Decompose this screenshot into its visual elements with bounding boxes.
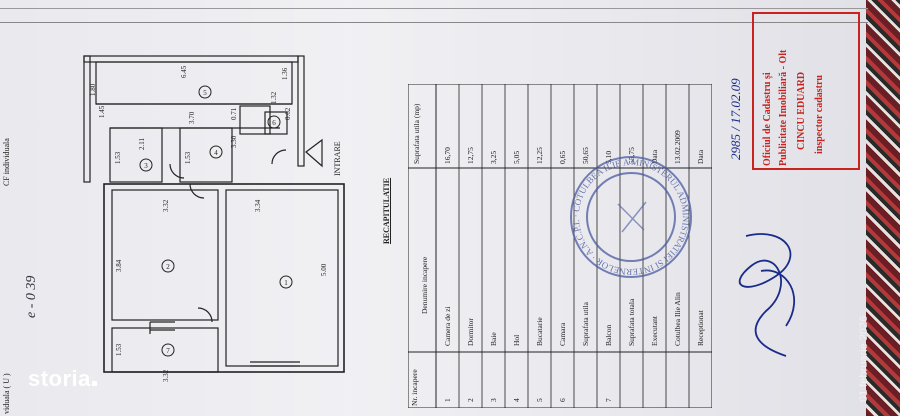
room-1-number: 1 xyxy=(284,279,288,287)
red-stamp-line3: CINCU EDUARD xyxy=(796,71,807,150)
recap-cell-name: Cotulbea Ilie Alin xyxy=(672,292,682,346)
recap-title: RECAPITULATIE xyxy=(382,177,391,244)
col-name-header: Denumire incapere xyxy=(420,256,429,314)
recap-cell-nr: 5 xyxy=(534,398,544,402)
recap-cell-name: Suprafata totala xyxy=(626,298,636,346)
blue-round-stamp: MINISTERUL ADMINISTRATIEI SI INTERNELOR … xyxy=(566,152,692,278)
recap-table-grid xyxy=(408,84,712,408)
recap-cell-area: Data xyxy=(695,149,705,164)
dim-132: 1.32 xyxy=(270,91,278,104)
recap-cell-name: Balcon xyxy=(603,324,613,346)
red-stamp-line4: inspector cadastru xyxy=(814,75,825,154)
recap-cell-name: Suprafata utila xyxy=(580,302,590,346)
room-5-number: 5 xyxy=(203,89,207,97)
recap-cell-name: Receptionat xyxy=(695,310,705,346)
dim-153a: 1.53 xyxy=(114,151,122,164)
recap-cell-name: Bucatarie xyxy=(534,317,544,346)
recap-cell-area: 5,05 xyxy=(511,150,521,164)
dim-645: 6.45 xyxy=(180,65,188,78)
recap-cell-area: 12,25 xyxy=(534,147,544,164)
storia-logo: storia xyxy=(28,366,97,392)
date-watermark: 01 februarie 2026 xyxy=(858,315,870,402)
red-stamp-line1: Oficiul de Cadastru și xyxy=(762,72,773,166)
dim-334: 3.34 xyxy=(254,199,262,212)
floor-plan: 5 3 4 6 2 1 7 6.45 1.80 1.36 1.45 3.70 1… xyxy=(83,55,345,382)
dim-332a: 3.32 xyxy=(162,199,170,212)
red-inspector-stamp xyxy=(752,12,860,170)
recap-cell-area: 3,25 xyxy=(488,150,498,164)
document-page xyxy=(0,0,868,416)
red-stamp-line2: Publicitate Imobiliară - Olt xyxy=(778,49,789,166)
room-3-number: 3 xyxy=(144,162,148,170)
recap-cell-area: 16,70 xyxy=(442,147,452,164)
top-divider xyxy=(0,0,868,9)
dim-330: 3.30 xyxy=(230,135,238,148)
recap-cell-nr: 7 xyxy=(603,398,613,402)
signature xyxy=(738,233,796,357)
recap-cell-area: 12,75 xyxy=(465,147,475,164)
room-4-number: 4 xyxy=(214,149,218,157)
dim-136: 1.36 xyxy=(281,67,289,80)
room-2-number: 2 xyxy=(166,263,170,271)
dim-145: 1.45 xyxy=(98,105,106,118)
recap-cell-name: Hol xyxy=(511,334,521,346)
room-6-number: 6 xyxy=(272,119,276,127)
dim-153b: 1.53 xyxy=(184,151,192,164)
recap-cell-name: Baie xyxy=(488,332,498,346)
dim-500: 5.00 xyxy=(320,263,328,276)
recap-table: Nr. incapere Denumire incapere Suprafata… xyxy=(408,84,712,408)
recap-cell-name: Dormitor xyxy=(465,318,475,346)
entrance-label: INTRARE xyxy=(333,141,342,176)
recap-cell-nr: 3 xyxy=(488,398,498,402)
recap-cell-nr: 4 xyxy=(511,398,521,402)
recap-cell-name: Camera de zi xyxy=(442,306,452,346)
dim-211: 2.11 xyxy=(138,138,146,150)
dim-180: 1.80 xyxy=(89,83,97,96)
handwritten-number: 2985 / 17.02.09 xyxy=(728,78,743,160)
dim-071: 0.71 xyxy=(230,107,238,120)
header-strip xyxy=(0,0,868,23)
room-7-number: 7 xyxy=(166,347,170,355)
col-nr-header: Nr. incapere xyxy=(410,369,419,406)
dim-370: 3.70 xyxy=(188,111,196,124)
background-fabric xyxy=(866,0,900,416)
dim-062: 0.62 xyxy=(284,107,292,120)
recap-cell-nr: 1 xyxy=(442,398,452,402)
dim-153c: 1.53 xyxy=(115,343,123,356)
recap-cell-nr: 6 xyxy=(557,398,567,402)
recap-cell-nr: 2 xyxy=(465,398,475,402)
recap-cell-name: Camara xyxy=(557,322,567,346)
dim-384: 3.84 xyxy=(115,259,123,272)
dim-332b: 3.32 xyxy=(162,369,170,382)
col-area-header: Suprafata utila (mp) xyxy=(412,103,421,164)
recap-cell-name: Executant xyxy=(649,316,659,346)
